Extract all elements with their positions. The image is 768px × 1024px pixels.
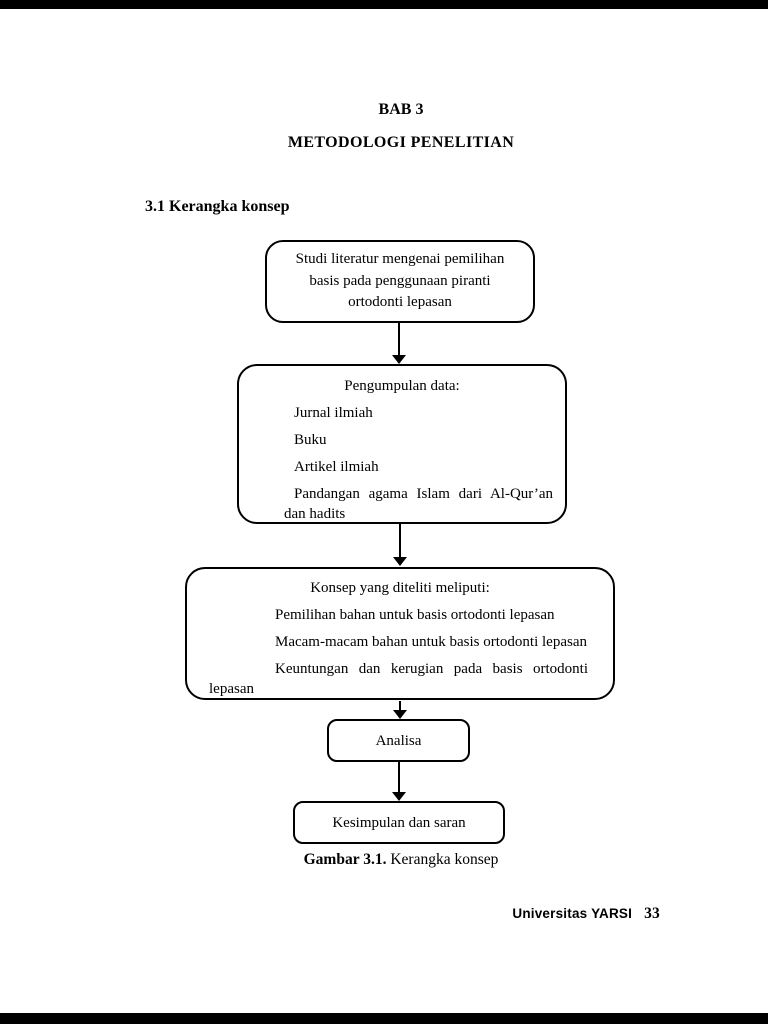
arrow-down-4-icon — [392, 762, 406, 801]
konsep-diteliti-title: Konsep yang diteliti meliputi: — [310, 580, 490, 596]
page-footer: Universitas YARSI 33 — [512, 905, 660, 923]
footer-institution: Universitas YARSI — [512, 906, 633, 921]
list-item: Macam-macam bahan untuk basis ortodonti … — [275, 634, 587, 650]
figure-caption: Gambar 3.1. Kerangka konsep — [145, 851, 657, 869]
arrow-down-1-icon — [392, 323, 406, 364]
footer-page-number: 33 — [644, 905, 660, 922]
chapter-subtitle: METODOLOGI PENELITIAN — [287, 134, 515, 151]
list-item: Pandangan agama Islam dari Al-Qur’an dan… — [284, 486, 553, 522]
list-item: Keuntungan dan kerugian pada basis ortod… — [209, 661, 588, 697]
flow-box-studi-literatur-text: Studi literatur mengenai pemilihan basis… — [295, 251, 505, 311]
list-item: Artikel ilmiah — [294, 459, 379, 475]
flow-box-studi-literatur: Studi literatur mengenai pemilihan basis… — [265, 240, 535, 323]
figure-caption-text: Kerangka konsep — [390, 851, 499, 868]
pengumpulan-data-items: Jurnal ilmiah Buku Artikel ilmiah Pandan… — [239, 403, 565, 524]
flow-box-pengumpulan-data: Pengumpulan data: Jurnal ilmiah Buku Art… — [237, 364, 567, 524]
konsep-diteliti-items: Pemilihan bahan untuk basis ortodonti le… — [187, 605, 613, 699]
bottom-black-bar — [0, 1013, 768, 1024]
list-item: Pemilihan bahan untuk basis ortodonti le… — [275, 607, 555, 623]
flow-box-analisa-text: Analisa — [375, 732, 422, 749]
pengumpulan-data-title: Pengumpulan data: — [344, 378, 460, 394]
chapter-title: BAB 3 — [378, 101, 424, 118]
flow-box-analisa: Analisa — [327, 719, 470, 762]
arrow-down-2-icon — [393, 524, 407, 566]
top-black-bar — [0, 0, 768, 9]
flow-box-konsep-diteliti: Konsep yang diteliti meliputi: Pemilihan… — [185, 567, 615, 700]
flow-box-kesimpulan-text: Kesimpulan dan saran — [332, 814, 466, 831]
arrow-down-3-icon — [393, 701, 407, 719]
figure-caption-label: Gambar 3.1. — [303, 851, 387, 868]
list-item: Buku — [294, 432, 327, 448]
flow-box-kesimpulan: Kesimpulan dan saran — [293, 801, 505, 844]
section-heading: 3.1 Kerangka konsep — [145, 198, 290, 215]
list-item: Jurnal ilmiah — [294, 405, 373, 421]
